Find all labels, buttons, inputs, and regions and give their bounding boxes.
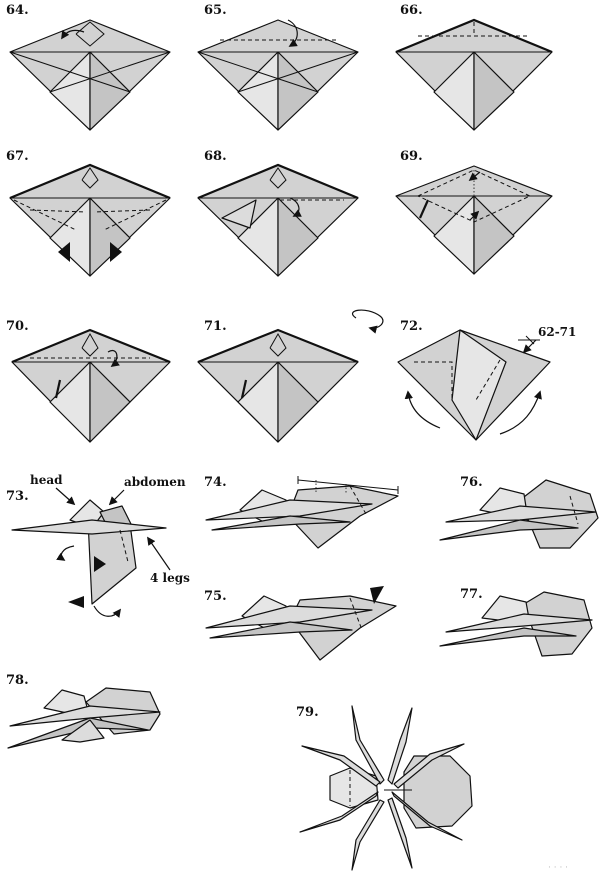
step-number: 74. [204,475,227,490]
step-number: 70. [6,319,29,334]
step-77: 77. [439,587,593,657]
step-number: 77. [460,587,483,602]
step-number: 78. [6,673,29,688]
step-64: 64. [6,3,171,131]
step-number: 76. [460,475,483,490]
turn-over-arrow [352,309,384,334]
step-number: 69. [400,149,423,164]
step-number: 71. [204,319,227,334]
step-71: 71. [197,319,359,443]
legs-label: 4 legs [150,571,190,585]
spider-abdomen [403,755,473,829]
step-73: 73. head abdomen 4 legs [6,473,190,618]
step-number: 68. [204,149,227,164]
step-70: 70. [6,319,171,443]
step-78: 78. [6,673,161,749]
step-69: 69. [395,149,553,275]
step-65: 65. [197,3,359,131]
step-number: 67. [6,149,29,164]
abdomen-label: abdomen [124,475,186,489]
step-number: 66. [400,3,423,18]
step-number: 75. [204,589,227,604]
step-72: 72. 62-71 [352,309,576,441]
spider-head [329,767,379,809]
step-67: 67. [6,149,171,277]
step-number: 65. [204,3,227,18]
repeat-steps-label: 62-71 [538,325,576,339]
step-number: 72. [400,319,423,334]
step-number: 73. [6,489,29,504]
step-79: 79. [296,705,473,871]
step-76: 76. [439,475,599,549]
step-number: 79. [296,705,319,720]
step-66: 66. [395,3,553,131]
head-label: head [30,473,63,487]
step-68: 68. [197,149,359,277]
step-74: 74. [204,475,399,549]
watermark: · · · · [548,863,568,873]
step-number: 64. [6,3,29,18]
step-75: 75. [204,586,397,661]
